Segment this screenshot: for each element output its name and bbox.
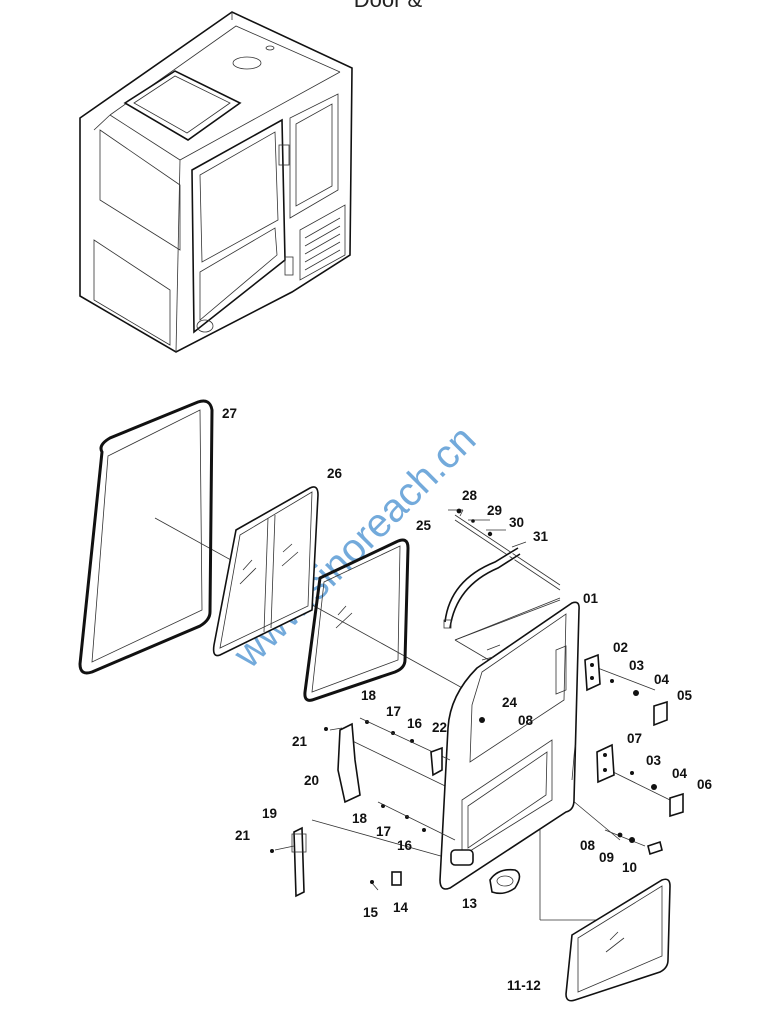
- part-28-31-rod-kit: [443, 508, 561, 641]
- callout-13: 13: [462, 896, 478, 911]
- part-06-cover: [669, 792, 684, 818]
- callout-22: 22: [432, 720, 447, 735]
- callout-19: 19: [262, 806, 277, 821]
- part-19-lock-rod: [270, 826, 307, 898]
- callout-18: 18: [352, 811, 368, 826]
- callout-18: 18: [361, 688, 377, 703]
- callout-08: 08: [580, 838, 596, 853]
- part-14-15-latch-block: [370, 871, 402, 891]
- callout-26: 26: [327, 466, 343, 481]
- part-25-side-glass: [303, 538, 410, 702]
- callout-08: 08: [518, 713, 534, 728]
- hinge-fasteners: [610, 679, 657, 790]
- callout-03: 03: [646, 753, 662, 768]
- callout-04: 04: [654, 672, 670, 687]
- part-01-door-panel: [439, 601, 580, 890]
- callout-28: 28: [462, 488, 478, 503]
- callout-20: 20: [304, 773, 319, 788]
- callout-16: 16: [397, 838, 413, 853]
- callout-09: 09: [599, 850, 614, 865]
- callout-27: 27: [222, 406, 237, 421]
- callout-25: 25: [416, 518, 432, 533]
- part-13-door-handle: [489, 868, 521, 895]
- callout-02: 02: [613, 640, 628, 655]
- callout-labels: 27 26 25 28 29 30 31 01 02 03 04 05 24 0…: [222, 406, 713, 993]
- callout-21: 21: [292, 734, 308, 749]
- callout-30: 30: [509, 515, 524, 530]
- callout-14: 14: [393, 900, 409, 915]
- callout-04: 04: [672, 766, 688, 781]
- page-title: Door &: [0, 0, 776, 13]
- callout-15: 15: [363, 905, 379, 920]
- part-20-seal-strip: [324, 722, 361, 804]
- callout-05: 05: [677, 688, 693, 703]
- callout-29: 29: [487, 503, 502, 518]
- part-27-window-seal: [78, 399, 214, 675]
- callout-01: 01: [583, 591, 599, 606]
- callout-10: 10: [622, 860, 637, 875]
- callout-16: 16: [407, 716, 423, 731]
- part-11-12-lower-glass: [565, 878, 671, 1002]
- callout-06: 06: [697, 777, 713, 792]
- callout-21: 21: [235, 828, 251, 843]
- part-02-hinge-upper: [584, 653, 601, 692]
- callout-11-12: 11-12: [507, 978, 541, 993]
- callout-07: 07: [627, 731, 642, 746]
- part-08-09-10-latch: [617, 832, 663, 856]
- part-05-cover: [653, 700, 668, 727]
- part-26-front-glass: [212, 486, 319, 657]
- callout-17: 17: [376, 824, 391, 839]
- callout-03: 03: [629, 658, 645, 673]
- part-07-hinge-lower: [596, 743, 615, 784]
- part-16-17-18-hardware: [359, 717, 456, 841]
- part-22-catch: [430, 746, 443, 777]
- callout-24: 24: [502, 695, 518, 710]
- callout-31: 31: [533, 529, 549, 544]
- cab-assembly-illustration: [79, 11, 353, 353]
- callout-17: 17: [386, 704, 401, 719]
